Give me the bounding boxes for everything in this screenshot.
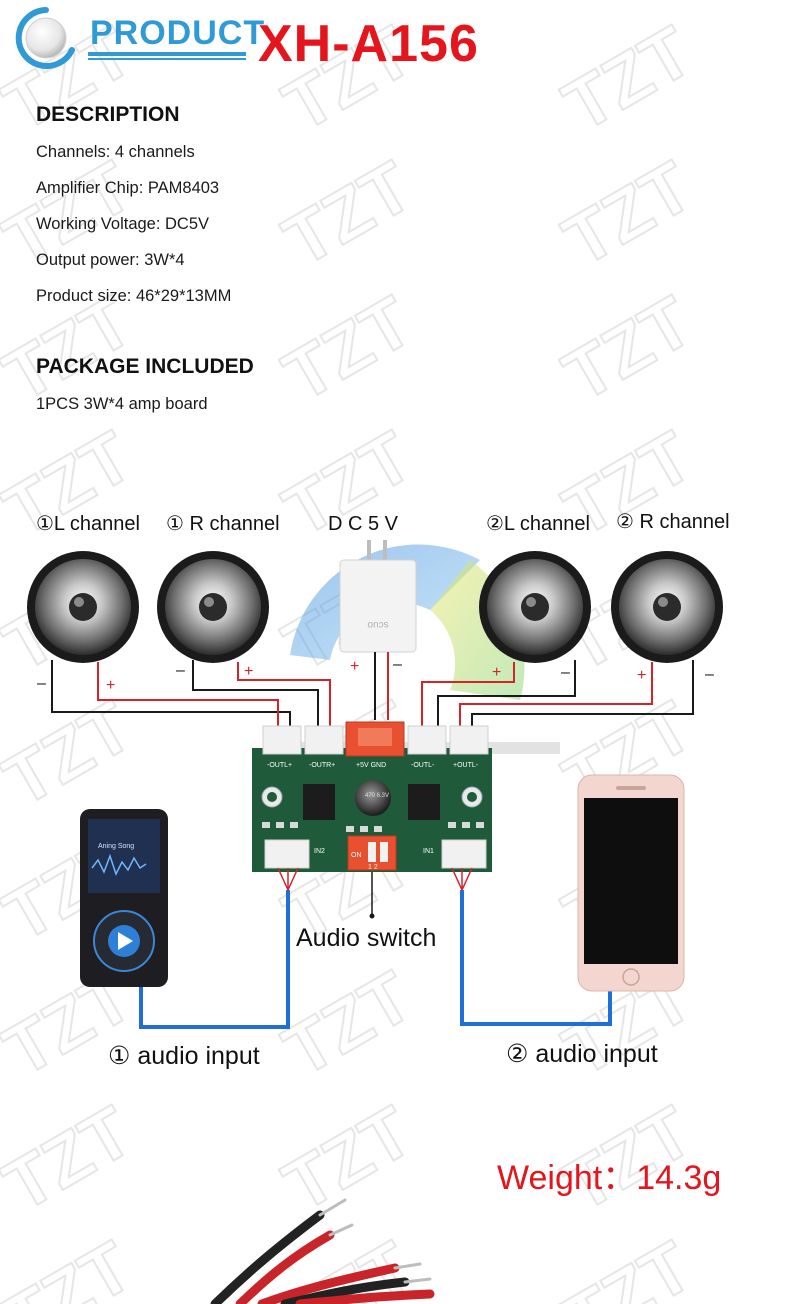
- minus-mark: –: [705, 666, 714, 683]
- audio-switch-label: Audio switch: [296, 924, 437, 952]
- negative-wires: [51, 652, 694, 730]
- plus-mark: +: [350, 658, 359, 675]
- cable-bundle-icon: [210, 1198, 435, 1304]
- wiring-diagram: scuo – + – + + – + – + –: [27, 540, 723, 1029]
- charger-text: scuo: [367, 619, 389, 630]
- positive-wires: [97, 652, 653, 730]
- dc5v-label: D C 5 V: [328, 513, 399, 535]
- ch1-right-label: ① R channel: [166, 513, 280, 535]
- spec-line: Channels: 4 channels: [36, 143, 195, 161]
- speaker-2-left-icon: [479, 551, 591, 663]
- speaker-2-right-icon: [611, 551, 723, 663]
- dc5v-charger-icon: scuo: [339, 540, 417, 653]
- minus-mark: –: [176, 662, 185, 679]
- plus-mark: +: [106, 677, 115, 694]
- audio-input-2-label: ② audio input: [506, 1040, 658, 1068]
- port-label: -OUTL-: [411, 762, 435, 769]
- port-label: +OUTL-: [453, 762, 479, 769]
- port-label: -OUTR+: [309, 762, 335, 769]
- weight-label: Weight：14.3g: [497, 1159, 722, 1197]
- product-underline: [88, 52, 246, 56]
- watermark-text: TZT: [551, 147, 705, 282]
- audio-input-1-label: ① audio input: [108, 1042, 260, 1070]
- media-player-icon: Aning Song: [80, 809, 168, 987]
- description-title: DESCRIPTION: [36, 103, 180, 126]
- product-logo-icon: [15, 7, 75, 69]
- package-title: PACKAGE INCLUDED: [36, 355, 254, 378]
- port-label: +5V GND: [356, 762, 386, 769]
- minus-mark: –: [393, 656, 402, 673]
- audio-input-wires: [139, 867, 612, 1029]
- polarity-marks: – + – + + – + – + –: [37, 656, 714, 694]
- model-title: XH-A156: [258, 15, 479, 73]
- smartphone-icon: [577, 774, 685, 992]
- spec-line: Product size: 46*29*13MM: [36, 287, 232, 305]
- in1-label: IN1: [423, 848, 434, 855]
- speaker-1-left-icon: [27, 551, 139, 663]
- capacitor-text: 470 6.3V: [365, 793, 389, 799]
- spec-line: Amplifier Chip: PAM8403: [36, 179, 220, 197]
- plus-mark: +: [637, 667, 646, 684]
- switch-12-label: 1 2: [368, 864, 378, 871]
- ch2-right-label: ② R channel: [616, 511, 730, 533]
- switch-pointer-dot: [369, 913, 375, 919]
- minus-mark: –: [37, 675, 46, 692]
- plus-mark: +: [244, 663, 253, 680]
- speaker-1-right-icon: [157, 551, 269, 663]
- in2-label: IN2: [314, 848, 325, 855]
- watermark-text: TZT: [551, 282, 705, 417]
- port-label: -OUTL+: [267, 762, 292, 769]
- spec-line: Output power: 3W*4: [36, 251, 185, 269]
- amplifier-board-icon: -OUTL+ -OUTR+ +5V GND -OUTL- +OUTL- 470 …: [252, 721, 492, 872]
- product-word: PRODUCT: [90, 14, 266, 52]
- watermark-text: TZT: [271, 147, 425, 282]
- watermark-text: TZT: [271, 282, 425, 417]
- ch1-left-label: ①L channel: [36, 513, 140, 535]
- minus-mark: –: [561, 664, 570, 681]
- switch-on-label: ON: [351, 852, 362, 859]
- package-line: 1PCS 3W*4 amp board: [36, 395, 208, 413]
- spec-line: Working Voltage: DC5V: [36, 215, 210, 233]
- watermark-text: TZT: [551, 12, 705, 147]
- product-underline-thin: [88, 58, 246, 60]
- ch2-left-label: ②L channel: [486, 513, 590, 535]
- plus-mark: +: [492, 664, 501, 681]
- player-song-text: Aning Song: [98, 843, 134, 850]
